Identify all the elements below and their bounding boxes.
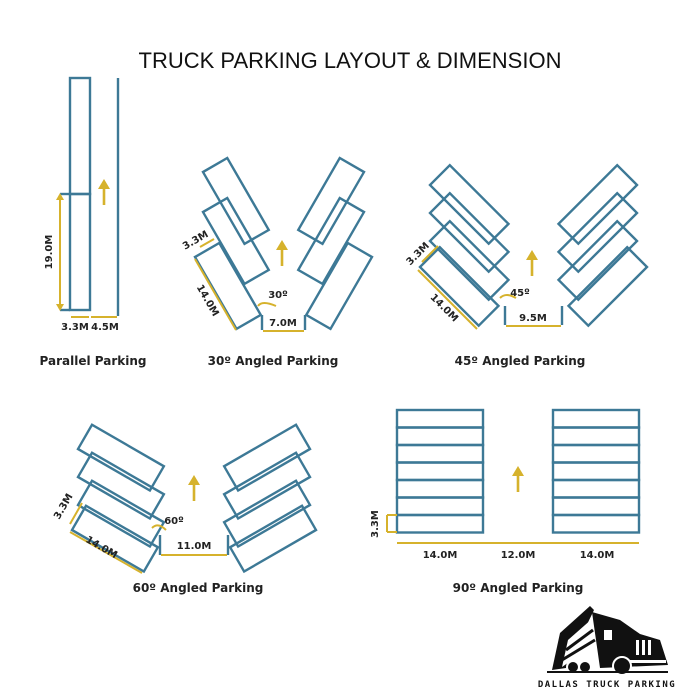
- aisle-label: 11.0M: [177, 541, 212, 552]
- length-label: 14.0M: [84, 534, 120, 561]
- width-label: 3.3M: [370, 510, 381, 538]
- truck-icon: [547, 606, 668, 676]
- caption-angle90: 90º Angled Parking: [453, 581, 584, 595]
- parallel-stall: [68, 76, 92, 196]
- width-label: 3.3M: [61, 322, 89, 333]
- caption-angle60: 60º Angled Parking: [133, 581, 264, 595]
- angle-label: 30º: [268, 290, 288, 301]
- aisle-label: 9.5M: [519, 313, 547, 324]
- aisle-label: 7.0M: [269, 318, 297, 329]
- parallel-stall: [68, 192, 92, 312]
- aisle-label: 4.5M: [91, 322, 119, 333]
- caption-angle45: 45º Angled Parking: [455, 354, 586, 368]
- dallas-truck-parking-logo: DALLAS TRUCK PARKING: [538, 606, 676, 690]
- aisle-label: 12.0M: [501, 550, 536, 561]
- logo-text: DALLAS TRUCK PARKING: [538, 680, 676, 690]
- direction-arrow-icon: [512, 466, 524, 492]
- width-label: 3.3M: [405, 241, 432, 268]
- caption-angle30: 30º Angled Parking: [208, 354, 339, 368]
- page-title: TRUCK PARKING LAYOUT & DIMENSION: [139, 48, 562, 73]
- angle-label: 60º: [164, 516, 184, 527]
- angle60-parking-diagram: 3.3M 14.0M 60º 11.0M 60º Angled Parking: [52, 423, 318, 595]
- length-label: 19.0M: [44, 235, 55, 270]
- length-right-label: 14.0M: [580, 550, 615, 561]
- direction-arrow-icon: [276, 240, 288, 266]
- angle30-parking-diagram: 3.3M 14.0M 30º 7.0M 30º Angled Parking: [181, 156, 374, 368]
- angle-label: 45º: [510, 288, 530, 299]
- angle45-parking-diagram: 3.3M 14.0M 45º 9.5M 45º Angled Parking: [405, 163, 649, 368]
- length-left-label: 14.0M: [423, 550, 458, 561]
- direction-arrow-icon: [526, 250, 538, 276]
- direction-arrow-icon: [188, 475, 200, 501]
- angle90-parking-diagram: 3.3M 14.0M 12.0M 14.0M 90º Angled Parkin…: [370, 408, 641, 595]
- caption-parallel: Parallel Parking: [40, 354, 147, 368]
- length-label: 14.0M: [194, 283, 221, 319]
- width-label: 3.3M: [52, 492, 75, 522]
- direction-arrow-icon: [98, 179, 110, 205]
- parallel-parking-diagram: 19.0M 3.3M 4.5M Parallel Parking: [40, 76, 147, 368]
- width-label: 3.3M: [181, 229, 211, 252]
